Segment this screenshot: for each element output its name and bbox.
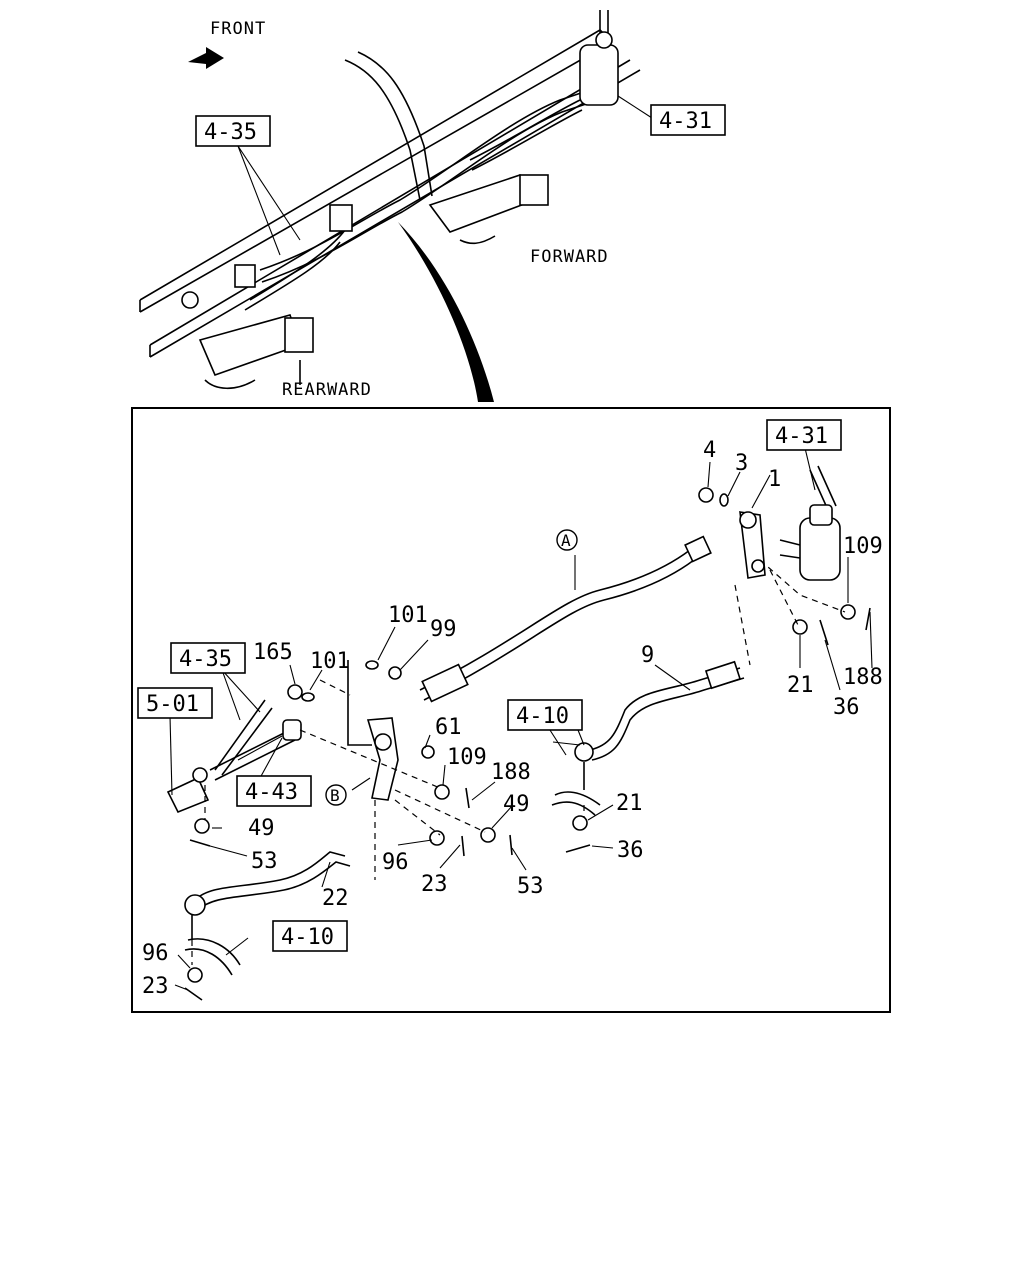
part-number: 21: [616, 791, 643, 816]
part-number: 23: [142, 974, 169, 999]
part-number: 3: [735, 451, 748, 476]
overview-illustration: FRONT FORWARD REARWARD: [139, 10, 726, 402]
front-label: FRONT: [210, 19, 266, 39]
part-numbers: 4 3 1 109 101 99 165 101 9 21 188 36 61 …: [142, 438, 883, 999]
detail-ref-4-10-mid: 4-10: [516, 704, 569, 729]
part-number: 36: [617, 838, 644, 863]
part-number: 49: [503, 792, 530, 817]
detail-illustration: [166, 447, 873, 1001]
part-number: 23: [421, 872, 448, 897]
part-number: 53: [517, 874, 544, 899]
part-number: 1: [768, 467, 781, 492]
part-number: 188: [843, 665, 883, 690]
part-number: 49: [248, 816, 275, 841]
detail-ref-4-10-bottom: 4-10: [281, 925, 334, 950]
part-number: 96: [382, 850, 409, 875]
part-number: 4: [703, 438, 716, 463]
part-number: 101: [310, 649, 350, 674]
callout-b: B: [330, 786, 340, 805]
forward-label: FORWARD: [530, 247, 609, 267]
detail-callouts: A B: [325, 529, 578, 806]
part-number: 109: [843, 534, 883, 559]
part-number: 96: [142, 941, 169, 966]
rearward-label: REARWARD: [282, 380, 372, 400]
part-number: 36: [833, 695, 860, 720]
part-number: 99: [430, 617, 457, 642]
part-number: 101: [388, 603, 428, 628]
detail-refs: 4-31 4-35 5-01 4-43 4-10 4-10: [137, 419, 842, 952]
detail-ref-4-43: 4-43: [245, 780, 298, 805]
part-number: 9: [641, 643, 654, 668]
detail-pointer: [398, 222, 494, 402]
detail-ref-4-35: 4-35: [179, 647, 232, 672]
part-number: 53: [251, 849, 278, 874]
part-number: 61: [435, 715, 462, 740]
part-number: 22: [322, 886, 349, 911]
detail-frame: [131, 407, 891, 1013]
part-number: 21: [787, 673, 814, 698]
part-number: 188: [491, 760, 531, 785]
overview-ref-4-35: 4-35: [204, 120, 257, 145]
detail-ref-4-31: 4-31: [775, 424, 828, 449]
detail-ref-5-01: 5-01: [146, 692, 199, 717]
overview-ref-4-31: 4-31: [659, 109, 712, 134]
callout-a: A: [561, 531, 571, 550]
front-arrow-icon: [188, 47, 224, 69]
part-number: 109: [447, 745, 487, 770]
part-number: 165: [253, 640, 293, 665]
